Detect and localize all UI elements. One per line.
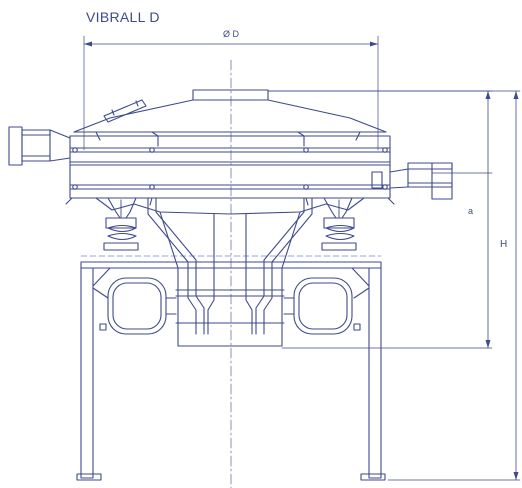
sieve-deck — [65, 135, 395, 206]
top-cover — [71, 89, 389, 147]
right-vibration-motor — [283, 277, 361, 335]
left-vibration-motor — [99, 277, 177, 335]
dimension-h-label: H — [500, 239, 507, 250]
right-outlet-spout — [389, 162, 453, 200]
left-spring-support — [103, 197, 139, 251]
left-outlet-spout — [8, 126, 71, 166]
discharge-pipes — [147, 197, 313, 335]
dimension-h: H — [267, 90, 521, 481]
page-title: VIBRALL D — [86, 9, 160, 25]
base-frame — [76, 255, 386, 481]
diameter-dimension: Ø D — [83, 29, 379, 151]
right-spring-support — [321, 197, 357, 251]
diameter-label: Ø D — [223, 29, 240, 39]
dimension-a-label: a — [468, 206, 473, 216]
